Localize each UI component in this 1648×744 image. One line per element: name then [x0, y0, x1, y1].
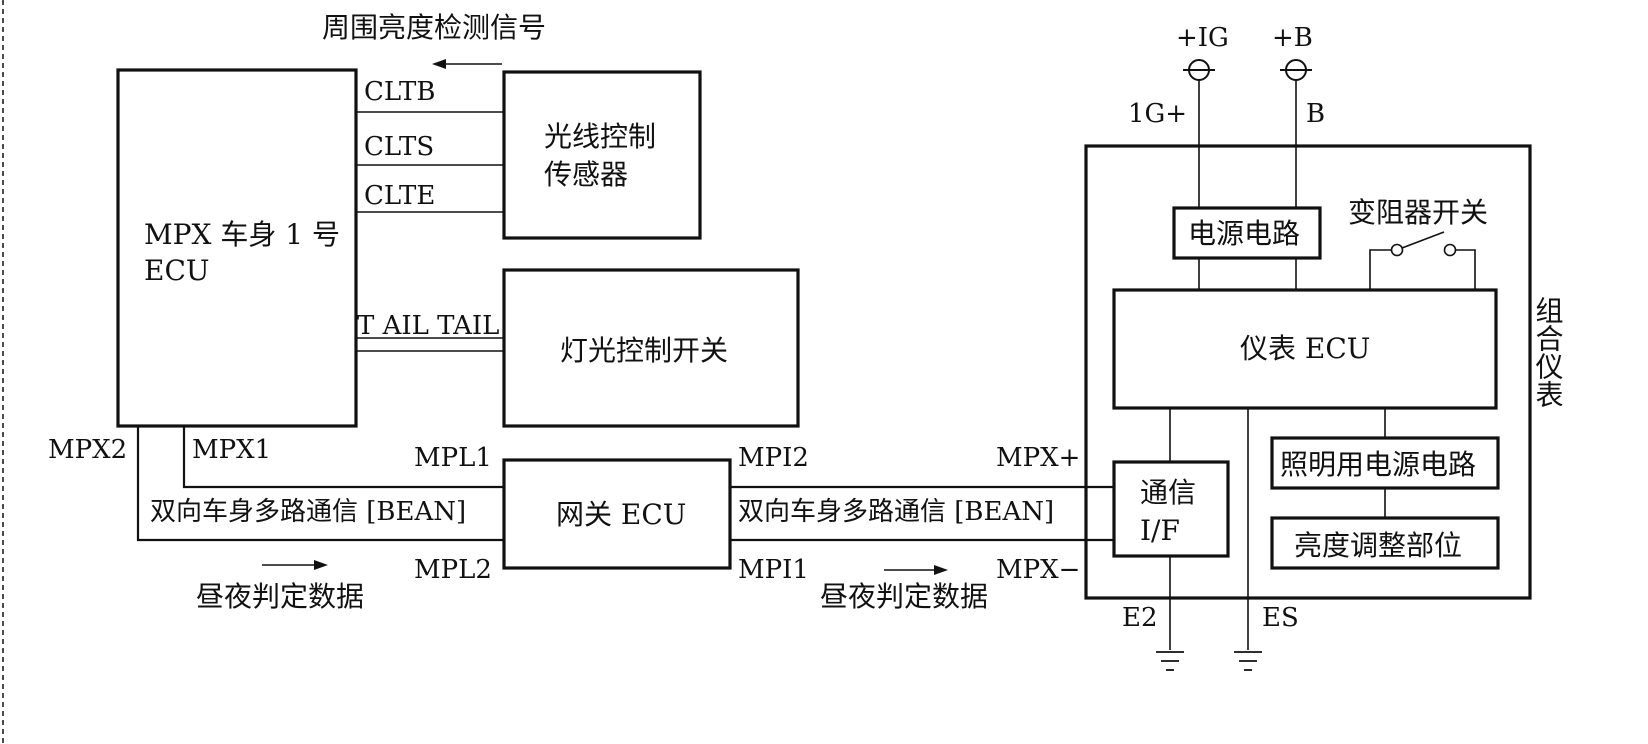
- gateway-ecu-label: 网关 ECU: [556, 498, 686, 531]
- ground-es-label: ES: [1262, 603, 1299, 633]
- bus-label-left: 双向车身多路通信 [BEAN]: [150, 497, 466, 527]
- bus-label-right: 双向车身多路通信 [BEAN]: [738, 497, 1054, 527]
- meter-ecu-label: 仪表 ECU: [1240, 332, 1370, 365]
- power-circuit-box: [1172, 206, 1322, 260]
- signal-direction-arrow: [432, 59, 502, 69]
- ground-e2-symbol: [1156, 651, 1184, 671]
- terminal-ig-label: +IG: [1176, 23, 1229, 53]
- terminal-ig-symbol: [1183, 59, 1215, 81]
- ambient-brightness-signal-label: 周围亮度检测信号: [322, 11, 546, 44]
- pin-mpl1: MPL1: [414, 443, 492, 473]
- combination-meter-title: 组合仪表: [1532, 296, 1565, 408]
- light-control-switch-label: 灯光控制开关: [560, 334, 728, 367]
- pin-1g-plus: 1G+: [1128, 99, 1187, 129]
- daynight-data-label-left: 昼夜判定数据: [196, 580, 364, 613]
- bus-wire-mpx1: [182, 426, 504, 489]
- rheostat-switch-label: 变阻器开关: [1348, 196, 1488, 229]
- terminal-b-symbol: [1280, 59, 1312, 81]
- brightness-adjust-label: 亮度调整部位: [1294, 529, 1462, 562]
- ground-es-symbol: [1234, 651, 1262, 671]
- terminal-b-label: +B: [1272, 23, 1313, 53]
- pin-tail: T AIL TAIL: [357, 311, 499, 341]
- pin-mpx2: MPX2: [48, 435, 127, 465]
- pin-mpi1: MPI1: [738, 555, 809, 585]
- mpx-body-ecu-label-2: ECU: [144, 254, 209, 287]
- comm-interface-box: [1112, 460, 1230, 558]
- meter-ecu-box: [1112, 288, 1498, 410]
- illumination-power-box: [1270, 436, 1500, 490]
- light-sensor-label-1: 光线控制: [544, 120, 656, 153]
- pin-mpx-plus: MPX+: [996, 443, 1080, 473]
- light-control-switch-box: [502, 268, 800, 428]
- light-control-sensor-box: [502, 70, 702, 240]
- comm-interface-label-2: I/F: [1140, 514, 1180, 547]
- illumination-power-label: 照明用电源电路: [1280, 448, 1476, 481]
- pin-mpx1: MPX1: [192, 435, 271, 465]
- bus-wire-mpx2: [136, 426, 504, 542]
- power-circuit-label: 电源电路: [1188, 217, 1300, 250]
- comm-interface-label-1: 通信: [1140, 476, 1196, 509]
- gateway-ecu-box: [502, 458, 732, 570]
- pin-b: B: [1306, 99, 1325, 129]
- combination-meter-box: [1084, 144, 1532, 600]
- daynight-data-label-right: 昼夜判定数据: [820, 580, 988, 613]
- pin-mpi2: MPI2: [738, 443, 809, 473]
- daynight-arrow-left: [262, 560, 328, 570]
- brightness-adjust-box: [1270, 516, 1500, 570]
- mpx-body-ecu-box: [116, 68, 358, 428]
- pin-clte: CLTE: [364, 181, 435, 211]
- pin-mpl2: MPL2: [414, 555, 492, 585]
- ground-e2-label: E2: [1122, 603, 1158, 633]
- pin-mpx-minus: MPX−: [996, 555, 1080, 585]
- pin-cltb: CLTB: [364, 77, 436, 107]
- light-sensor-label-2: 传感器: [544, 158, 628, 191]
- rheostat-switch-symbol: [1369, 231, 1476, 290]
- daynight-arrow-right: [884, 565, 948, 575]
- mpx-body-ecu-label-1: MPX 车身 1 号: [144, 218, 340, 251]
- pin-clts: CLTS: [364, 132, 434, 162]
